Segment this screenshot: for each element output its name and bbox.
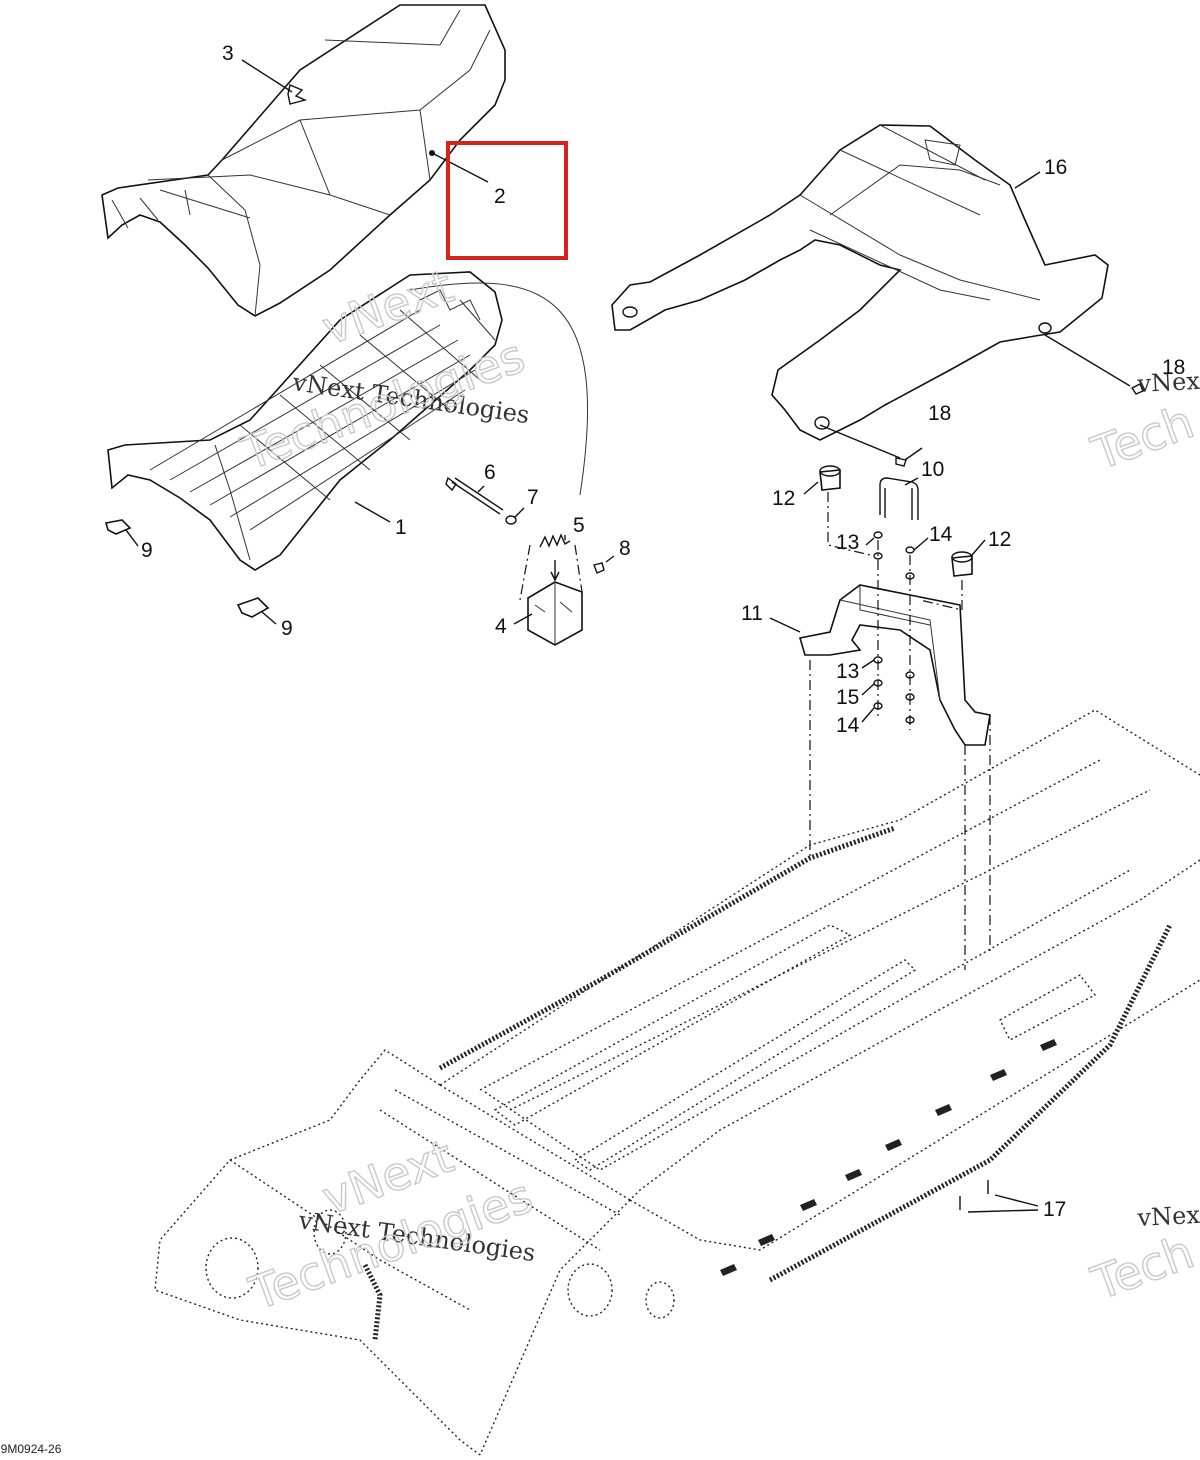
callout-9-top: 9 <box>141 539 153 562</box>
callout-9-bottom: 9 <box>281 617 293 640</box>
callout-15: 15 <box>836 686 859 709</box>
callout-labels: 3 2 16 18 18 6 7 5 8 4 1 9 9 10 12 12 13… <box>141 42 1185 1221</box>
callout-11: 11 <box>741 602 763 625</box>
watermark-edge-small-2: vNex <box>1136 1201 1200 1232</box>
leader-lines <box>125 59 1131 1213</box>
callout-13-top: 13 <box>836 531 859 554</box>
diagram-code: 29M0924-26 <box>0 1442 62 1456</box>
callout-18: 18 <box>928 402 951 425</box>
callout-12-left: 12 <box>772 487 795 510</box>
watermarks: vNext vNext Technologies Technologies vN… <box>234 258 1200 1321</box>
callout-16: 16 <box>1044 156 1067 179</box>
callout-8: 8 <box>619 537 631 560</box>
callout-18-top: 18 <box>1162 356 1185 379</box>
callout-2: 2 <box>494 185 506 208</box>
callout-1: 1 <box>395 516 407 539</box>
callout-14-top: 14 <box>929 523 953 546</box>
hardware-parts <box>104 383 1144 646</box>
callout-13-bottom: 13 <box>836 660 859 683</box>
callout-17: 17 <box>1043 1198 1066 1221</box>
callout-14-bottom: 14 <box>836 714 860 737</box>
callout-6: 6 <box>484 461 496 484</box>
callout-5: 5 <box>573 514 585 537</box>
tunnel-chassis <box>154 709 1200 1456</box>
grab-handle-part <box>611 124 1109 441</box>
watermark-edge-big-2: Tech <box>1084 1224 1200 1310</box>
callout-4: 4 <box>495 615 507 638</box>
callout-10: 10 <box>921 458 944 481</box>
seat-base-part <box>107 271 588 571</box>
bracket-assembly <box>798 465 991 970</box>
callout-12-right: 12 <box>988 528 1011 551</box>
callout-7: 7 <box>527 486 539 509</box>
watermark-edge-small-1: vNex <box>1136 367 1200 398</box>
seat-cover-part <box>101 4 506 317</box>
highlight-box <box>446 141 568 260</box>
callout-3: 3 <box>222 42 234 65</box>
watermark-edge-big-1: Tech <box>1084 394 1200 480</box>
